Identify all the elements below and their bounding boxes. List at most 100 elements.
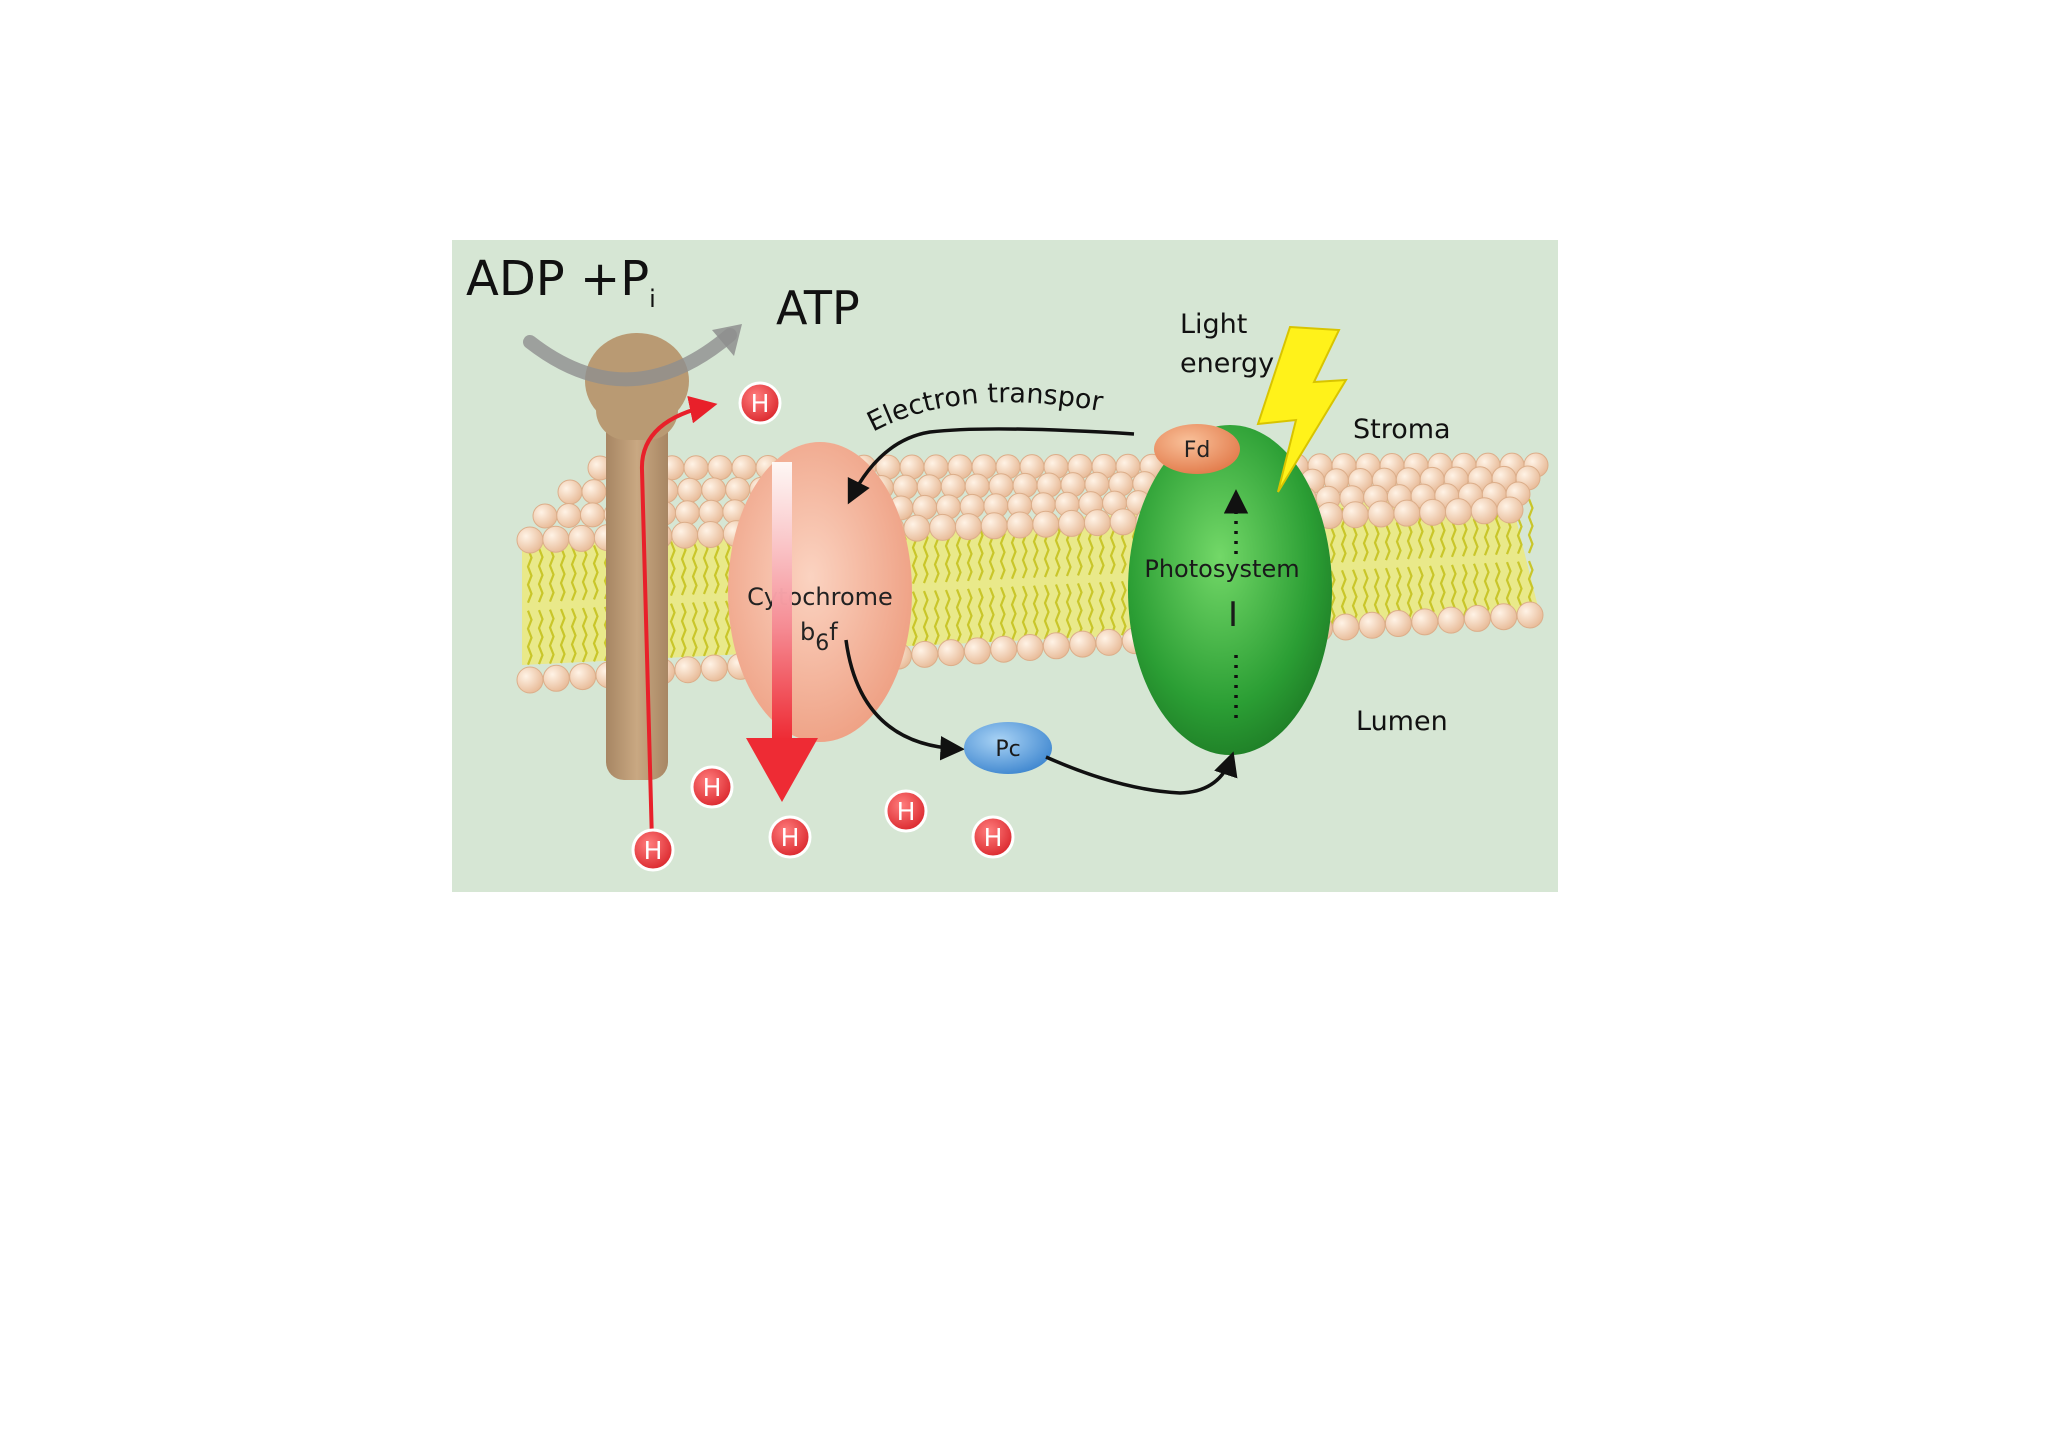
lipid-tail bbox=[592, 607, 599, 662]
lipid-head-top bbox=[698, 499, 724, 525]
lipid-tail bbox=[1329, 570, 1336, 626]
lipid-tail bbox=[988, 587, 995, 643]
lipid-head-top-front bbox=[1341, 501, 1369, 529]
pc-label: Pc bbox=[995, 737, 1020, 762]
lipid-head-top-back bbox=[707, 455, 733, 481]
lipid-head-top-front bbox=[1393, 499, 1421, 527]
lipid-tail bbox=[1384, 567, 1391, 623]
lipid-tail bbox=[922, 590, 929, 646]
proton-icon: H bbox=[884, 789, 928, 833]
electron-transport-arrow bbox=[847, 427, 1135, 505]
lipid-head-top-back bbox=[731, 455, 757, 481]
lipid-head-bottom bbox=[542, 664, 570, 692]
lipid-tail bbox=[559, 608, 566, 664]
proton-icon: H bbox=[631, 828, 675, 872]
lipid-head-top bbox=[916, 474, 942, 500]
atp-synthesis-arrow bbox=[523, 328, 737, 387]
fd-label: Fd bbox=[1184, 438, 1211, 463]
pc-to-photosystem-arrow bbox=[1045, 751, 1238, 795]
proton-icon: H bbox=[768, 815, 812, 859]
lipid-tail bbox=[702, 539, 709, 595]
lipid-head-bottom bbox=[1332, 613, 1360, 641]
lipid-head-top-front bbox=[1444, 498, 1472, 526]
lipid-head-top bbox=[674, 500, 700, 526]
lipid-tail bbox=[944, 589, 951, 645]
lipid-tail bbox=[933, 590, 940, 645]
lipid-tail bbox=[570, 546, 577, 601]
lipid-tail bbox=[1054, 522, 1061, 577]
lipid-head-bottom bbox=[1463, 604, 1491, 632]
photosystem-i: Photosystem I bbox=[1128, 425, 1332, 755]
lipid-tail bbox=[1461, 563, 1468, 619]
lipid-tail bbox=[581, 545, 588, 601]
lipid-head-bottom bbox=[1016, 634, 1044, 661]
lipid-tail bbox=[713, 601, 720, 656]
light-label-line2: energy bbox=[1180, 348, 1274, 379]
proton-label: H bbox=[644, 836, 663, 865]
lipid-tail bbox=[1087, 582, 1094, 638]
lipid-tail bbox=[1076, 583, 1083, 638]
lipid-tail bbox=[548, 547, 555, 603]
cytochrome-b6f: Cytochrome b6f bbox=[728, 442, 912, 742]
lipid-head-top bbox=[581, 479, 607, 505]
lipid-head-top bbox=[556, 502, 582, 528]
lipid-head-top-back bbox=[683, 455, 709, 481]
lipid-tail bbox=[1109, 581, 1116, 637]
lipid-head-top-front bbox=[671, 521, 699, 549]
lipid-tail bbox=[1021, 585, 1028, 641]
lipid-head-top bbox=[557, 479, 583, 505]
lipid-tail bbox=[966, 588, 973, 644]
lipid-head-top bbox=[940, 473, 966, 499]
lipid-head-top bbox=[725, 477, 751, 503]
lipid-tail bbox=[526, 610, 533, 666]
lipid-head-bottom bbox=[674, 656, 702, 684]
lipid-tail bbox=[669, 603, 676, 659]
lipid-tail bbox=[1120, 580, 1127, 636]
lipid-tail bbox=[1527, 498, 1534, 554]
lipid-tail bbox=[669, 541, 676, 597]
photosystem-number-label: I bbox=[1228, 595, 1238, 635]
proton-pump-arrow bbox=[746, 462, 818, 802]
lipid-tail bbox=[581, 607, 588, 663]
proton-icon: H bbox=[738, 381, 782, 425]
lipid-head-top bbox=[892, 474, 918, 500]
atp-label: ATP bbox=[776, 281, 860, 335]
lipid-tail bbox=[526, 548, 533, 604]
lumen-label: Lumen bbox=[1356, 706, 1448, 737]
lipid-head-top bbox=[701, 477, 727, 503]
lightning-bolt-icon bbox=[1256, 325, 1348, 493]
lipid-head-top-front bbox=[1058, 509, 1086, 537]
lipid-head-top-front bbox=[1109, 508, 1137, 536]
lipid-tail bbox=[691, 540, 698, 595]
proton-label: H bbox=[897, 797, 916, 826]
lipid-head-top bbox=[579, 502, 605, 528]
lipid-head-top-front bbox=[1496, 496, 1524, 524]
lipid-tail bbox=[1043, 584, 1050, 640]
proton-label: H bbox=[703, 773, 722, 802]
lipid-tail bbox=[955, 589, 962, 644]
plastocyanin: Pc bbox=[964, 722, 1052, 774]
lipid-tail bbox=[570, 608, 577, 663]
cytochrome-label: Cytochrome bbox=[747, 583, 893, 611]
lipid-head-top-front bbox=[954, 513, 982, 541]
lipid-head-bottom bbox=[1411, 608, 1439, 636]
lipid-tail bbox=[537, 609, 544, 665]
lipid-head-top-front bbox=[568, 524, 596, 552]
proton-flow-arrow bbox=[639, 395, 718, 843]
lipid-head-top-front bbox=[1470, 497, 1498, 525]
lipid-tail bbox=[977, 587, 984, 643]
lipid-head-bottom bbox=[911, 640, 939, 668]
lipid-head-top-front bbox=[1419, 498, 1447, 526]
lipid-head-bottom bbox=[1069, 630, 1097, 658]
ferredoxin: Fd bbox=[1154, 424, 1240, 474]
proton-icon: H bbox=[971, 815, 1015, 859]
light-label-line1: Light bbox=[1180, 309, 1247, 340]
lipid-head-top-front bbox=[1032, 510, 1060, 538]
lipid-head-bottom bbox=[700, 654, 728, 682]
adp-label: ADP +Pi bbox=[466, 251, 656, 313]
lipid-head-top-front bbox=[929, 513, 957, 541]
protons: H H H H H H bbox=[631, 381, 1015, 872]
lipid-head-bottom bbox=[1437, 606, 1465, 634]
lipid-tail bbox=[1010, 586, 1017, 642]
